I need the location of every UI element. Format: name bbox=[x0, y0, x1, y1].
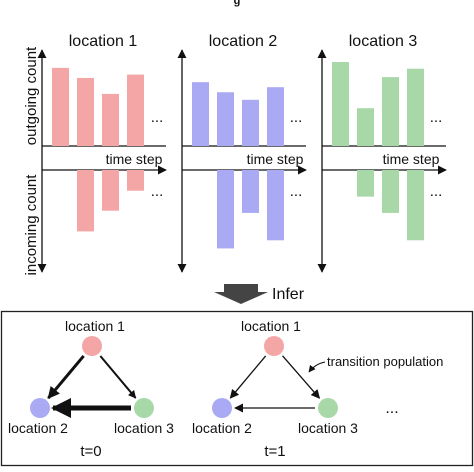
graph-t0: location 1 location 2 location 3 t=0 bbox=[8, 318, 174, 460]
bar-out-2-2 bbox=[217, 92, 234, 146]
partial-title: g bbox=[234, 0, 241, 7]
graph-t1: location 1 location 2 location 3 transit… bbox=[192, 318, 443, 460]
infer-label: Infer bbox=[272, 286, 305, 303]
panel-title-3: location 3 bbox=[349, 33, 418, 50]
bar-out-1-4 bbox=[127, 74, 144, 146]
bar-out-2-4 bbox=[267, 87, 284, 146]
annotation-pointer bbox=[308, 361, 326, 373]
panel-location-2: ... ... time step bbox=[177, 49, 307, 273]
bar-out-3-2 bbox=[357, 108, 374, 146]
bars-outgoing-3 bbox=[332, 62, 424, 146]
node-3-t0 bbox=[134, 398, 154, 418]
panel-title-1: location 1 bbox=[69, 33, 138, 50]
bar-out-3-1 bbox=[332, 62, 349, 146]
bars-outgoing-1 bbox=[52, 67, 144, 146]
ellipsis-out-3: ... bbox=[430, 109, 443, 126]
bar-out-1-3 bbox=[102, 93, 119, 146]
node-2-t1 bbox=[212, 398, 232, 418]
bar-in-3-3 bbox=[382, 170, 399, 213]
node-label-2-t1: location 2 bbox=[192, 420, 252, 436]
node-label-3-t0: location 3 bbox=[114, 420, 174, 436]
bar-in-1-2 bbox=[77, 170, 94, 232]
bar-in-3-4 bbox=[407, 170, 424, 241]
bar-in-3-2 bbox=[357, 170, 374, 197]
edge-t0-1-to-3 bbox=[99, 355, 137, 399]
time-label-t1: t=1 bbox=[264, 443, 285, 460]
ellipsis-out-1: ... bbox=[151, 109, 164, 126]
bars-incoming-3 bbox=[357, 170, 424, 241]
panel-location-1: ... ... time step bbox=[37, 49, 167, 273]
bar-in-2-3 bbox=[242, 170, 259, 213]
bar-in-1-4 bbox=[127, 170, 144, 191]
edges-t0 bbox=[47, 354, 137, 418]
bar-in-1-3 bbox=[102, 170, 119, 211]
annotation-text: transition population bbox=[327, 354, 443, 369]
x-label-1: time step bbox=[106, 151, 163, 167]
graph-box bbox=[0, 310, 474, 467]
node-label-1-t1: location 1 bbox=[241, 318, 301, 334]
y-label-incoming: incoming count bbox=[23, 174, 40, 276]
bar-out-1-1 bbox=[52, 67, 69, 146]
ellipsis-in-3: ... bbox=[430, 183, 443, 200]
bar-out-2-1 bbox=[192, 82, 209, 146]
bar-out-1-2 bbox=[77, 77, 94, 146]
bars-incoming-2 bbox=[217, 170, 284, 249]
bars-outgoing-2 bbox=[192, 82, 284, 146]
node-1-t0 bbox=[82, 336, 102, 356]
x-label-3: time step bbox=[383, 151, 440, 167]
trailing-ellipsis: ... bbox=[385, 400, 398, 417]
x-label-2: time step bbox=[247, 151, 304, 167]
y-label-outgoing: outgoing count bbox=[23, 46, 40, 145]
node-3-t1 bbox=[318, 398, 338, 418]
ellipsis-out-2: ... bbox=[290, 109, 303, 126]
time-label-t0: t=0 bbox=[80, 443, 101, 460]
ellipsis-in-1: ... bbox=[151, 183, 164, 200]
edge-t1-1-to-3 bbox=[282, 355, 321, 399]
bar-out-2-3 bbox=[242, 99, 259, 146]
bar-out-3-3 bbox=[382, 77, 399, 146]
panel-title-2: location 2 bbox=[209, 33, 278, 50]
infer-arrow-icon bbox=[214, 284, 268, 304]
bar-in-2-4 bbox=[267, 170, 284, 241]
node-label-3-t1: location 3 bbox=[298, 420, 358, 436]
node-label-1-t0: location 1 bbox=[65, 318, 125, 334]
bar-in-2-2 bbox=[217, 170, 234, 249]
bars-incoming-1 bbox=[77, 170, 144, 232]
node-1-t1 bbox=[264, 336, 284, 356]
panel-location-3: ... ... time step bbox=[317, 49, 447, 273]
edges-t1 bbox=[229, 355, 321, 413]
node-2-t0 bbox=[30, 398, 50, 418]
bar-out-3-4 bbox=[407, 68, 424, 146]
node-label-2-t0: location 2 bbox=[8, 420, 68, 436]
ellipsis-in-2: ... bbox=[290, 183, 303, 200]
edge-t0-1-to-2 bbox=[47, 354, 85, 400]
edge-t1-1-to-2 bbox=[229, 355, 267, 399]
